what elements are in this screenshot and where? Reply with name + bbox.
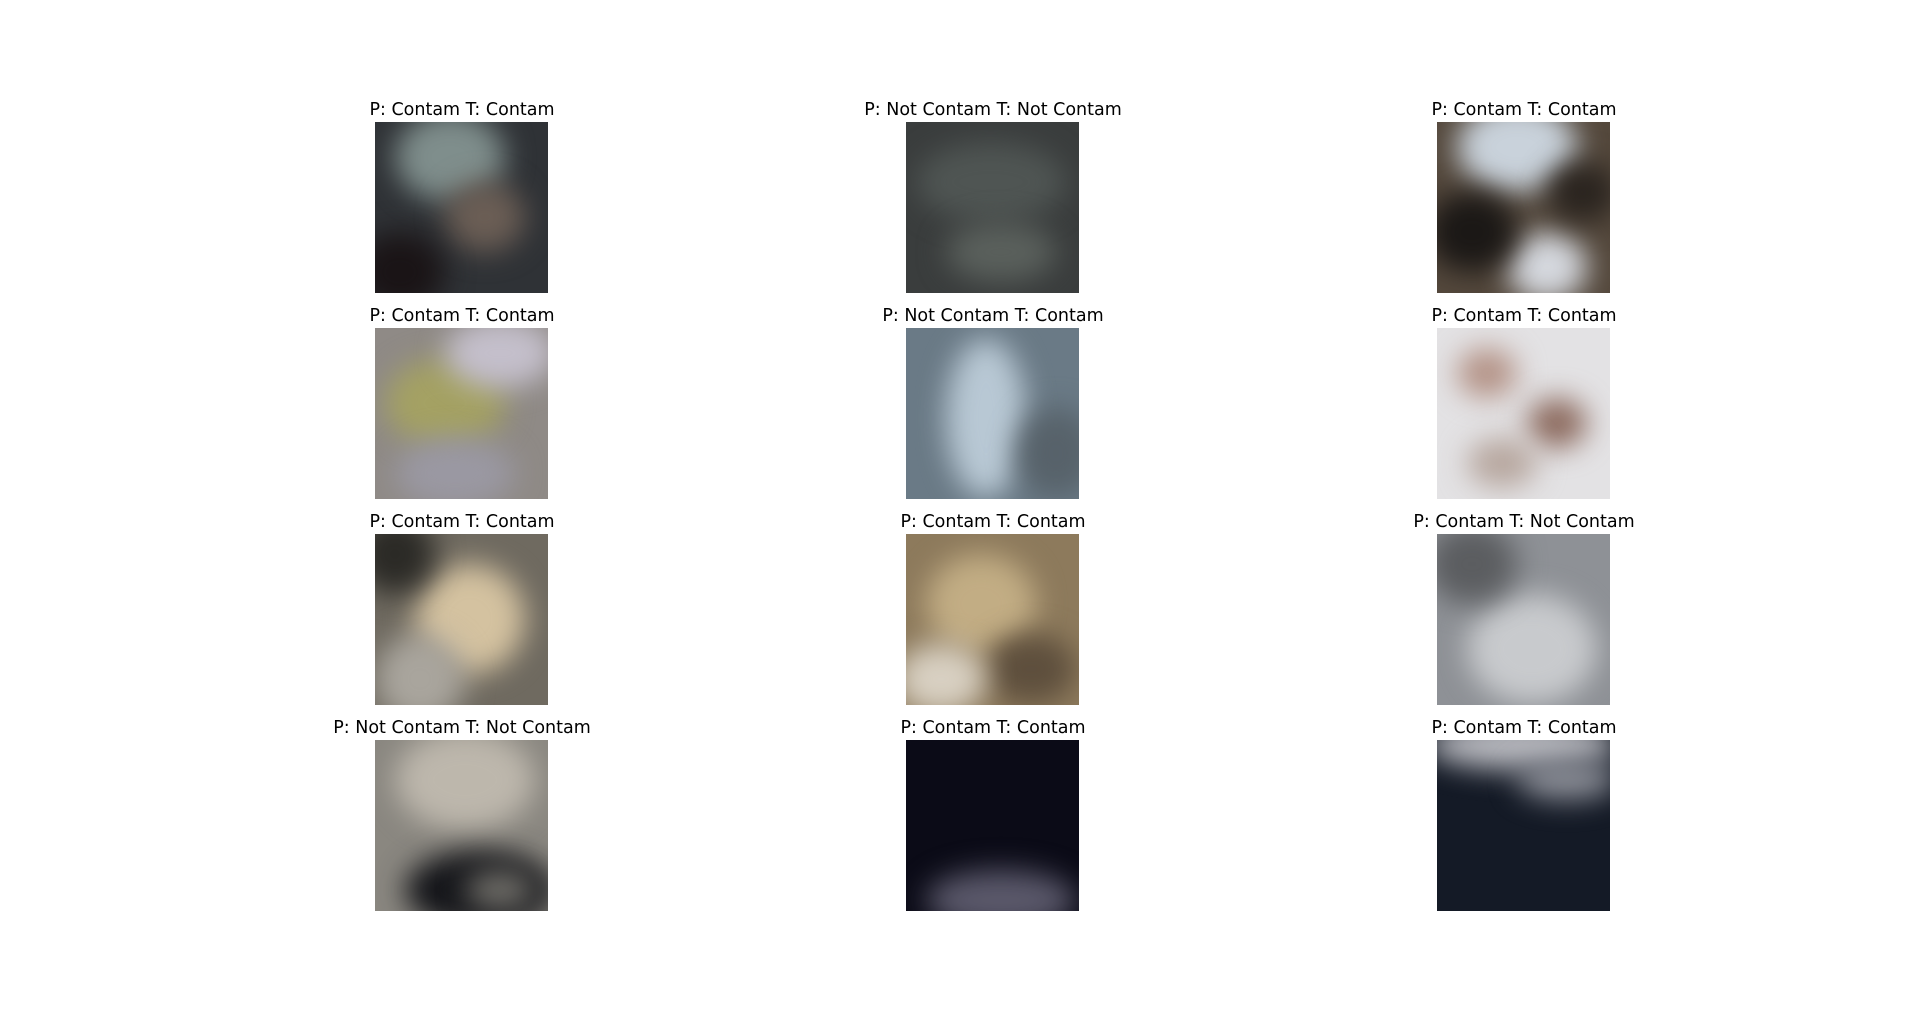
sample-image: [906, 328, 1079, 499]
sample-image: [906, 122, 1079, 293]
sample-image: [375, 740, 548, 911]
cell-title: P: Contam T: Contam: [1431, 306, 1617, 326]
cell-title: P: Contam T: Contam: [369, 306, 555, 326]
sample-image: [1437, 534, 1610, 705]
cell-title: P: Contam T: Contam: [369, 100, 555, 120]
sample-image: [906, 534, 1079, 705]
cell-title: P: Contam T: Contam: [1431, 718, 1617, 738]
sample-image: [1437, 740, 1610, 911]
sample-image: [906, 740, 1079, 911]
sample-image: [375, 534, 548, 705]
sample-image: [1437, 122, 1610, 293]
cell-title: P: Not Contam T: Not Contam: [333, 718, 591, 738]
sample-image: [1437, 328, 1610, 499]
cell-title: P: Contam T: Contam: [900, 512, 1086, 532]
cell-title: P: Not Contam T: Contam: [882, 306, 1104, 326]
cell-title: P: Contam T: Contam: [900, 718, 1086, 738]
sample-image: [375, 328, 548, 499]
cell-title: P: Contam T: Contam: [1431, 100, 1617, 120]
sample-image: [375, 122, 548, 293]
cell-title: P: Contam T: Contam: [369, 512, 555, 532]
cell-title: P: Contam T: Not Contam: [1413, 512, 1635, 532]
cell-title: P: Not Contam T: Not Contam: [864, 100, 1122, 120]
